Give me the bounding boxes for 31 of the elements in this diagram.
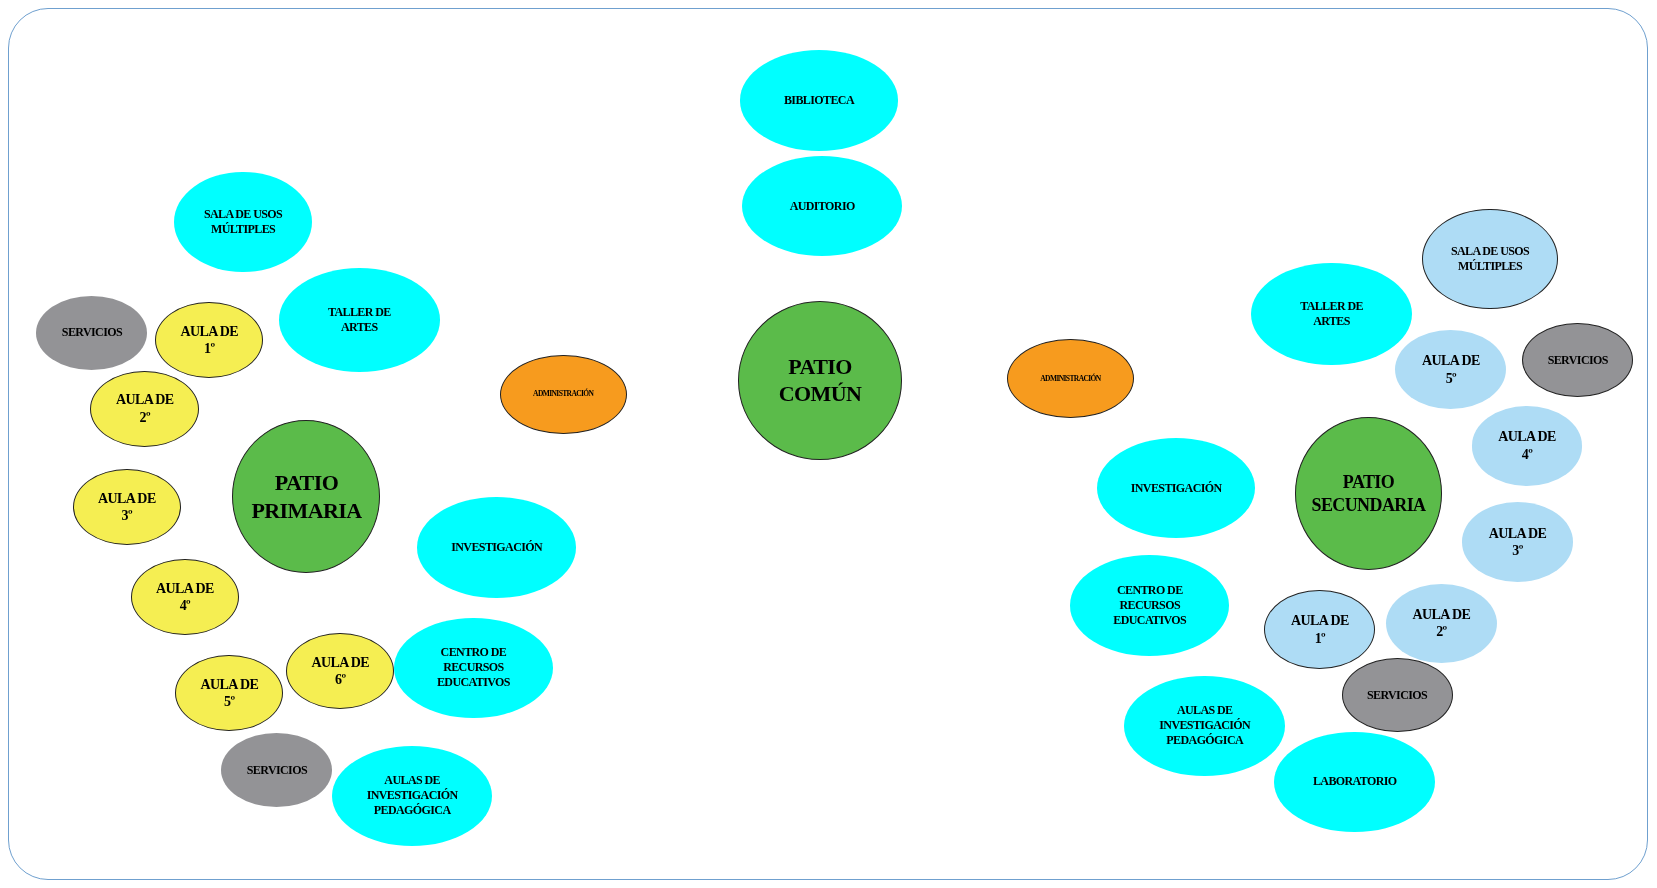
node-label: SERVICIOS	[1366, 687, 1428, 703]
node-label: INVESTIGACIÓN	[1130, 480, 1222, 496]
node-label: SERVICIOS	[61, 325, 123, 341]
node-label: INVESTIGACIÓN	[451, 539, 543, 555]
node-label: AULA DE 1º	[1290, 612, 1350, 648]
node-label: AUDITORIO	[789, 198, 855, 214]
node-label: TALLER DE ARTES	[1299, 298, 1364, 329]
node-label: AULA DE 1º	[179, 322, 240, 358]
node-label: AULA DE 2º	[1411, 606, 1472, 641]
node-label: CENTRO DE RECURSOS EDUCATIVOS	[435, 645, 511, 691]
node-label: AULA DE 4º	[1497, 428, 1557, 464]
node-label: AULA DE 2º	[114, 391, 175, 427]
node-label: CENTRO DE RECURSOS EDUCATIVOS	[1112, 583, 1188, 628]
node-label: LABORATORIO	[1312, 774, 1397, 790]
node-label: AULA DE 6º	[310, 653, 371, 689]
node-label: AULA DE 3º	[96, 489, 157, 525]
node-label: PATIO SECUNDARIA	[1310, 471, 1427, 516]
node-label: AULA DE 5º	[1421, 352, 1481, 388]
node-label: AULAS DE INVESTIGACIÓN PEDAGÓGICA	[1158, 703, 1252, 749]
node-label: PATIO PRIMARIA	[250, 469, 363, 525]
node-label: SALA DE USOS MÚLTIPLES	[202, 206, 284, 237]
node-label: AULA DE 4º	[155, 579, 215, 615]
node-label: BIBLIOTECA	[783, 92, 854, 108]
node-label: TALLER DE ARTES	[326, 305, 392, 336]
node-label: SERVICIOS	[246, 762, 307, 778]
node-label: AULA DE 3º	[1487, 524, 1548, 560]
node-label: SERVICIOS	[1547, 352, 1608, 368]
node-label: PATIO COMÚN	[777, 352, 863, 408]
node-label: AULAS DE INVESTIGACIÓN PEDAGÓGICA	[365, 773, 459, 819]
node-label: SALA DE USOS MÚLTIPLES	[1449, 243, 1531, 274]
node-label: AULA DE 5º	[199, 675, 260, 711]
